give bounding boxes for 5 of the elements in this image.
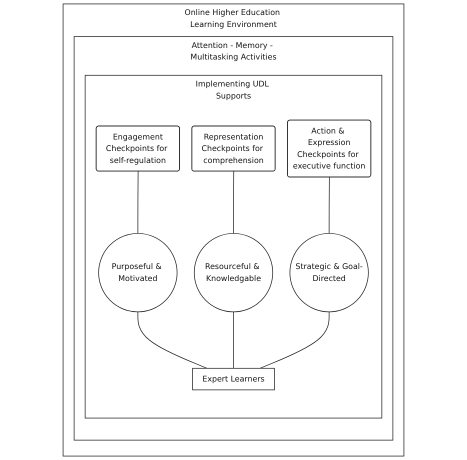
connector xyxy=(260,312,330,369)
connector xyxy=(233,312,234,369)
connector xyxy=(138,312,208,369)
connector xyxy=(233,171,234,234)
connector xyxy=(328,176,330,234)
